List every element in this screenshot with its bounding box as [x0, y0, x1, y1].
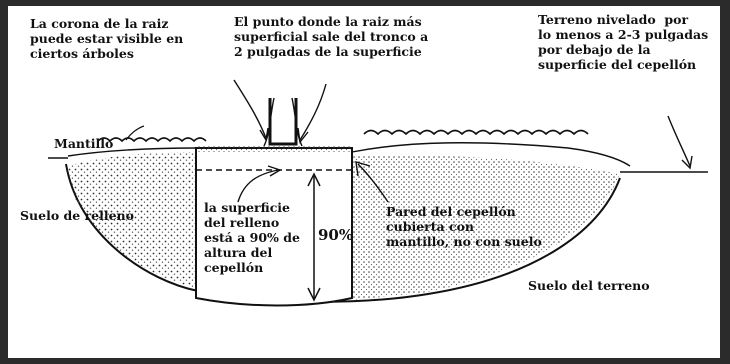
label-backfill: Suelo de relleno — [20, 208, 134, 223]
arrow-wall-head — [355, 161, 371, 177]
trunk-flare — [263, 97, 303, 147]
mulch-right-base — [351, 142, 631, 167]
label-fill-surface: la superficie del relleno está a 90% de … — [204, 200, 300, 275]
label-native-soil: Suelo del terreno — [528, 278, 650, 293]
arrow-root-crown — [233, 79, 267, 139]
label-ninety-percent: 90% — [318, 226, 354, 244]
mulch-left — [97, 137, 207, 143]
mulch-right — [363, 129, 589, 136]
diagram-panel: La corona de la raiz puede estar visible… — [8, 6, 720, 358]
tree-trunk — [268, 98, 298, 146]
arrow-fill-surface-head — [267, 165, 282, 177]
arrow-root-point-head — [297, 127, 309, 144]
arrow-grade — [667, 115, 691, 167]
backfill-right — [352, 155, 620, 300]
root-ball — [195, 147, 353, 307]
planting-diagram — [48, 79, 708, 307]
arrow-mulch — [125, 125, 145, 141]
arrow-wall — [357, 163, 389, 203]
label-mulch: Mantillo — [54, 136, 114, 151]
label-rootball-wall: Pared del cepellón cubierta con mantillo… — [386, 204, 542, 249]
arrow-fill-surface — [237, 169, 279, 203]
backfill-left — [68, 152, 196, 288]
arrow-root-point — [299, 83, 327, 141]
root-ball-top — [198, 146, 350, 152]
mulch-left-base — [67, 147, 199, 157]
height-arrow-up — [307, 172, 321, 187]
label-root-crown: La corona de la raiz puede estar visible… — [30, 16, 184, 61]
arrow-root-crown-head — [259, 127, 269, 142]
height-arrow-down — [307, 287, 321, 302]
arrow-grade-head — [681, 155, 693, 170]
label-grade-level: Terreno nivelado por lo menos a 2-3 pulg… — [538, 12, 709, 72]
label-root-point: El punto donde la raiz más superficial s… — [234, 14, 429, 59]
